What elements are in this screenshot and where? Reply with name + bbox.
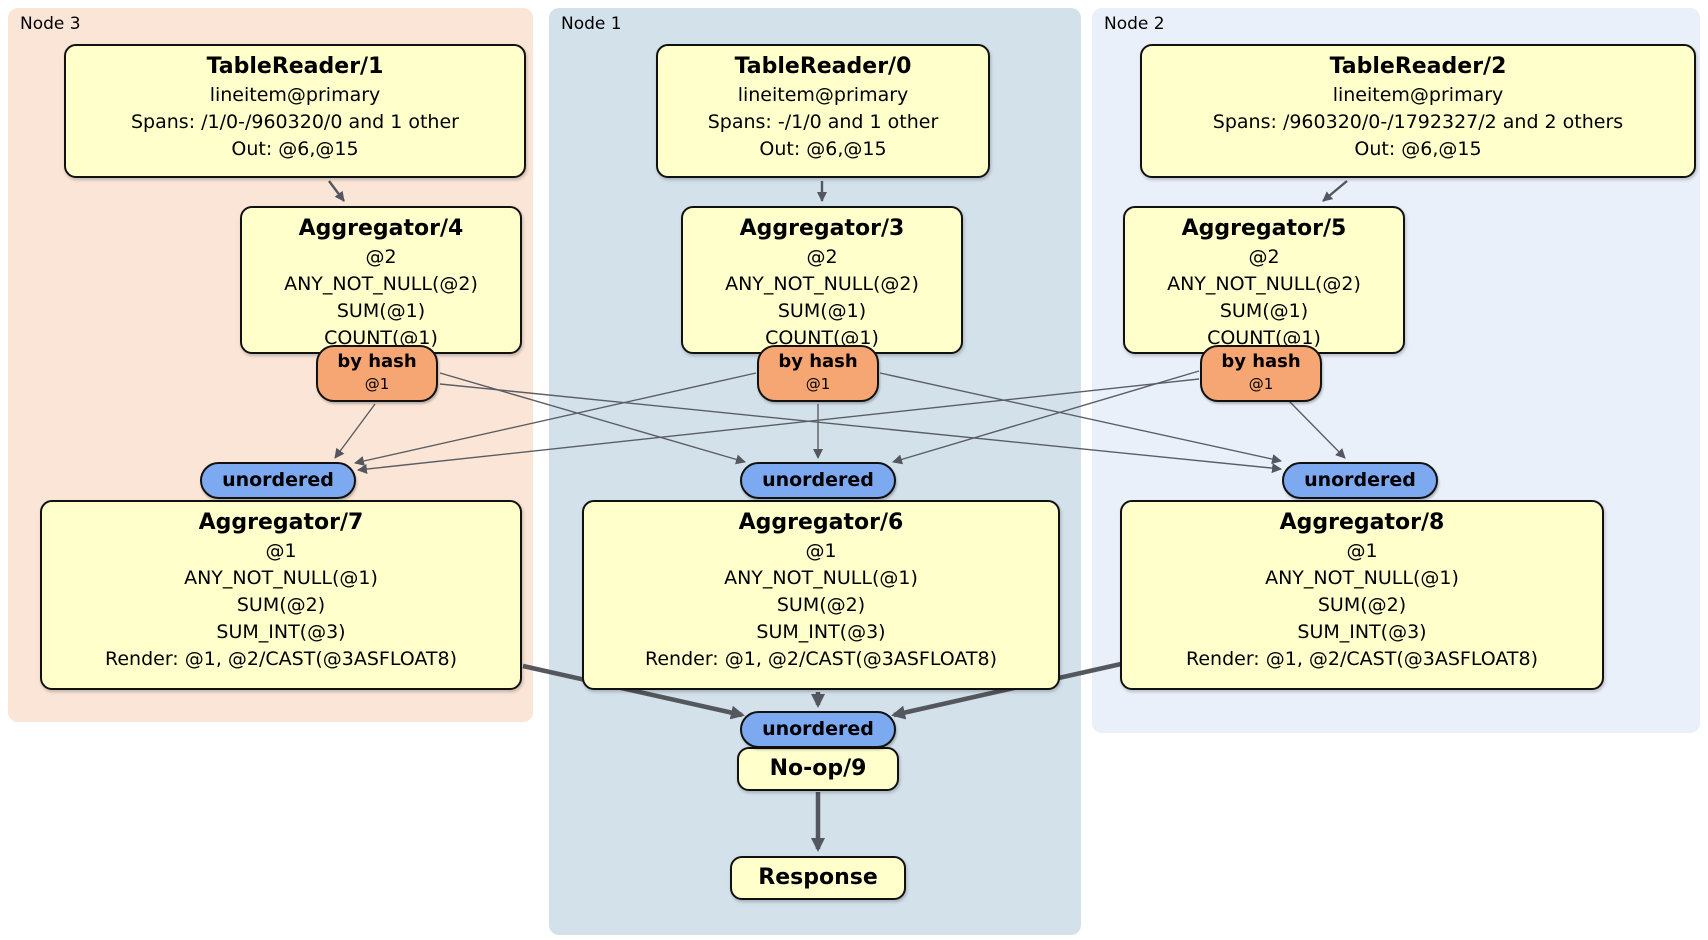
node3-label: Node 3 <box>20 14 81 34</box>
box-title: Aggregator/7 <box>198 510 364 535</box>
aggregator-5-box: Aggregator/5 @2 ANY_NOT_NULL(@2) SUM(@1)… <box>1123 206 1405 354</box>
group-line: @2 <box>806 246 838 268</box>
box-title: Aggregator/5 <box>1181 216 1347 241</box>
unordered-stream-node2: unordered <box>1282 462 1438 499</box>
box-title: Aggregator/8 <box>1279 510 1445 535</box>
agg-line: SUM_INT(@3) <box>1297 621 1427 643</box>
hash-router-node2: by hash @1 <box>1200 345 1322 402</box>
out-line: Out: @6,@15 <box>231 138 359 160</box>
group-line: @1 <box>805 540 837 562</box>
table-reader-0-box: TableReader/0 lineitem@primary Spans: -/… <box>656 44 990 178</box>
router-key: @1 <box>805 375 831 393</box>
group-line: @1 <box>1346 540 1378 562</box>
router-label: by hash <box>778 351 858 372</box>
hash-router-node1: by hash @1 <box>757 345 879 402</box>
box-title: TableReader/2 <box>1329 54 1507 79</box>
box-title: No-op/9 <box>769 756 867 781</box>
agg-line: SUM_INT(@3) <box>216 621 346 643</box>
box-title: TableReader/1 <box>206 54 384 79</box>
index-line: lineitem@primary <box>1332 84 1504 106</box>
agg-line: ANY_NOT_NULL(@2) <box>1167 273 1361 295</box>
index-line: lineitem@primary <box>737 84 909 106</box>
render-line: Render: @1, @2/CAST(@3ASFLOAT8) <box>1186 648 1538 670</box>
agg-line: ANY_NOT_NULL(@1) <box>724 567 918 589</box>
table-reader-2-box: TableReader/2 lineitem@primary Spans: /9… <box>1140 44 1696 178</box>
box-title: Aggregator/6 <box>738 510 904 535</box>
index-line: lineitem@primary <box>209 84 381 106</box>
agg-line: COUNT(@1) <box>324 327 438 349</box>
agg-line: SUM(@2) <box>1317 594 1407 616</box>
group-line: @1 <box>265 540 297 562</box>
aggregator-8-box: Aggregator/8 @1 ANY_NOT_NULL(@1) SUM(@2)… <box>1120 500 1604 690</box>
agg-line: SUM(@2) <box>776 594 866 616</box>
render-line: Render: @1, @2/CAST(@3ASFLOAT8) <box>645 648 997 670</box>
agg-line: SUM(@2) <box>236 594 326 616</box>
box-title: Response <box>758 865 878 890</box>
table-reader-1-box: TableReader/1 lineitem@primary Spans: /1… <box>64 44 526 178</box>
agg-line: ANY_NOT_NULL(@1) <box>1265 567 1459 589</box>
response-box: Response <box>730 856 906 900</box>
router-label: by hash <box>337 351 417 372</box>
out-line: Out: @6,@15 <box>1354 138 1482 160</box>
router-label: by hash <box>1221 351 1301 372</box>
hash-to-stream-edges <box>334 370 1346 475</box>
agg-line: SUM_INT(@3) <box>756 621 886 643</box>
router-key: @1 <box>364 375 390 393</box>
unordered-stream-node3: unordered <box>200 462 356 499</box>
node2-label: Node 2 <box>1104 14 1165 34</box>
spans-line: Spans: -/1/0 and 1 other <box>707 111 939 133</box>
unordered-stream-node1: unordered <box>740 462 896 499</box>
render-line: Render: @1, @2/CAST(@3ASFLOAT8) <box>105 648 457 670</box>
agg-line: SUM(@1) <box>336 300 426 322</box>
aggregator-4-box: Aggregator/4 @2 ANY_NOT_NULL(@2) SUM(@1)… <box>240 206 522 354</box>
agg-line: ANY_NOT_NULL(@2) <box>725 273 919 295</box>
agg-line: SUM(@1) <box>1219 300 1309 322</box>
spans-line: Spans: /960320/0-/1792327/2 and 2 others <box>1212 111 1624 133</box>
hash-router-node3: by hash @1 <box>316 345 438 402</box>
box-title: Aggregator/3 <box>739 216 905 241</box>
aggregator-6-box: Aggregator/6 @1 ANY_NOT_NULL(@1) SUM(@2)… <box>582 500 1060 690</box>
router-key: @1 <box>1248 375 1274 393</box>
agg-line: COUNT(@1) <box>1207 327 1321 349</box>
box-title: TableReader/0 <box>734 54 912 79</box>
noop-9-box: No-op/9 <box>737 747 899 791</box>
node1-label: Node 1 <box>561 14 622 34</box>
aggregator-3-box: Aggregator/3 @2 ANY_NOT_NULL(@2) SUM(@1)… <box>681 206 963 354</box>
out-line: Out: @6,@15 <box>759 138 887 160</box>
unordered-stream-final: unordered <box>740 711 896 748</box>
agg-line: ANY_NOT_NULL(@1) <box>184 567 378 589</box>
aggregator-7-box: Aggregator/7 @1 ANY_NOT_NULL(@1) SUM(@2)… <box>40 500 522 690</box>
spans-line: Spans: /1/0-/960320/0 and 1 other <box>131 111 459 133</box>
agg-line: COUNT(@1) <box>765 327 879 349</box>
reader-to-aggregator-arrows <box>328 180 1348 202</box>
agg-line: SUM(@1) <box>777 300 867 322</box>
group-line: @2 <box>1248 246 1280 268</box>
agg-line: ANY_NOT_NULL(@2) <box>284 273 478 295</box>
group-line: @2 <box>365 246 397 268</box>
box-title: Aggregator/4 <box>298 216 464 241</box>
